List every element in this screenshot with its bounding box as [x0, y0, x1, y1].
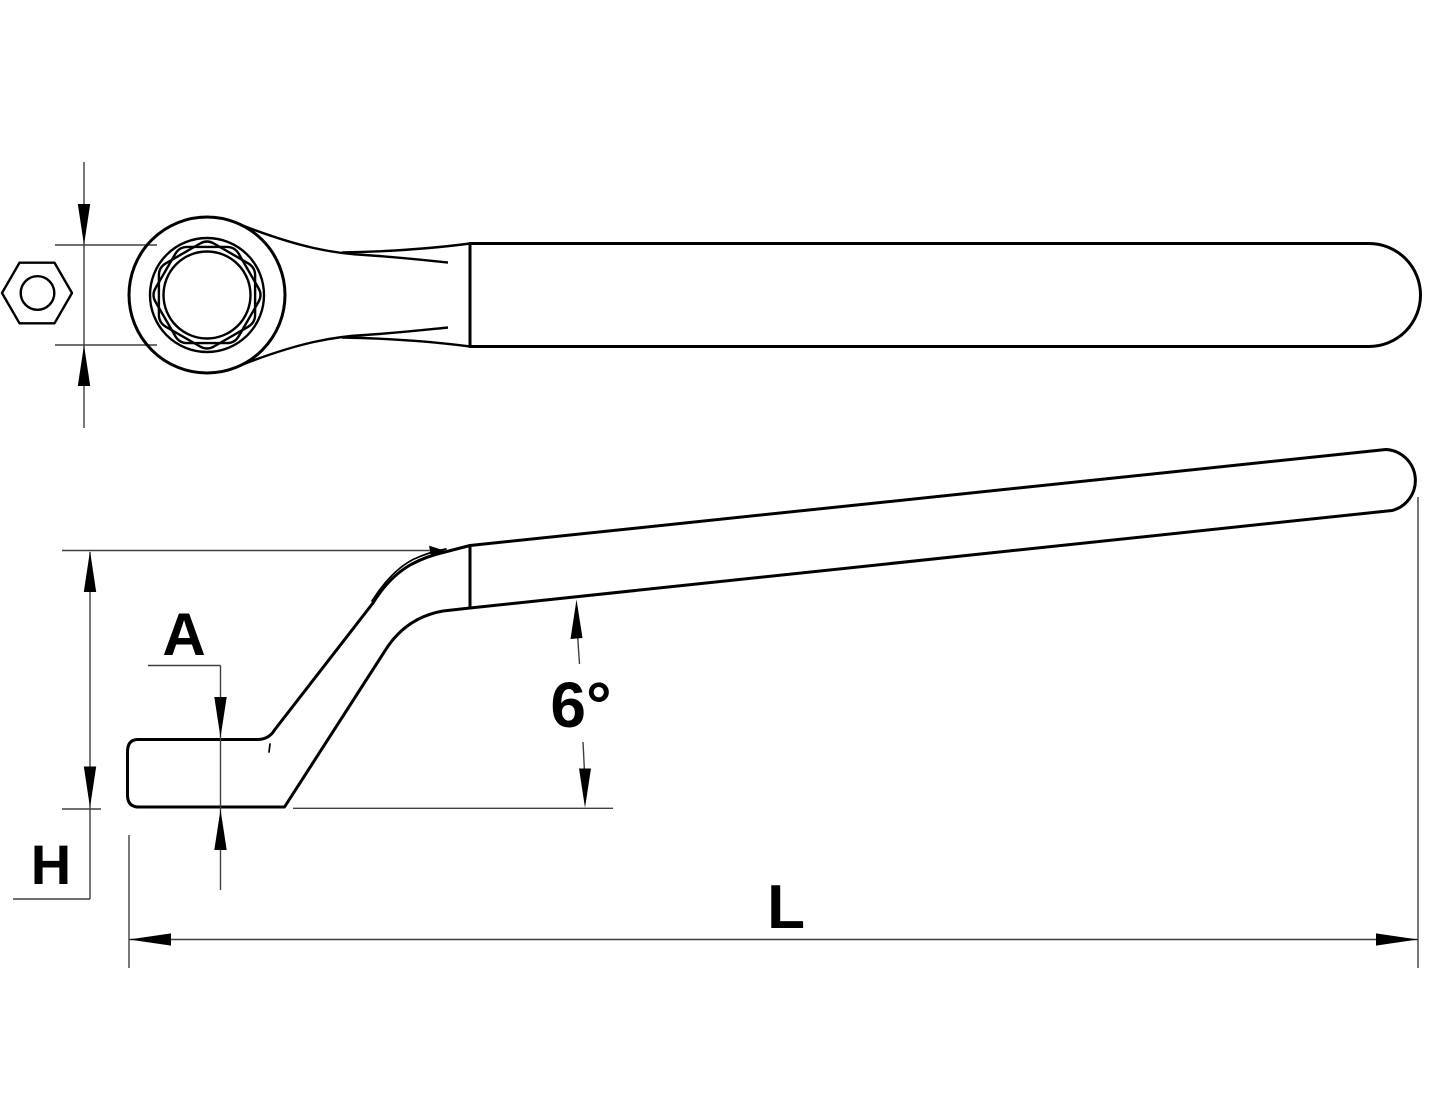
l-arrowhead-left-icon [129, 933, 171, 946]
dimension-h: H [13, 545, 445, 900]
neck-lower-silhouette [239, 326, 449, 367]
top-view [0, 162, 1422, 428]
head-chamfer-edge [148, 236, 266, 354]
a-arrowhead-up-icon [214, 809, 227, 850]
label-h: H [31, 833, 71, 896]
head-outer-edge [127, 215, 287, 375]
angle-leader-lower [582, 741, 586, 773]
neck-lower-flange-edge [341, 336, 471, 348]
neck-upper-silhouette [239, 223, 449, 264]
side-view [126, 448, 1417, 809]
handle-top-view [468, 242, 1422, 348]
tangent-tick [268, 743, 271, 753]
angle-arrowhead-down-icon [579, 768, 591, 808]
ring-head [127, 215, 287, 375]
hex-nut-bore [19, 275, 56, 312]
hex-nut-symbol-icon [0, 261, 74, 325]
label-angle: 6° [550, 669, 611, 741]
dimension-angle: 6° [550, 599, 612, 808]
h-arrowhead-up-icon [83, 551, 97, 592]
dimension-l: L [128, 497, 1419, 968]
width-dimension [55, 162, 157, 428]
neck-chamfer-line [371, 548, 447, 602]
side-outline [126, 448, 1417, 809]
handle-outline [468, 242, 1422, 348]
h-reference-arrowhead-icon [429, 545, 445, 557]
spline-hexagon-2 [157, 240, 257, 350]
label-l: L [767, 873, 805, 942]
bore-edge [162, 250, 252, 340]
spline-hexagon-1 [152, 245, 262, 345]
hex-nut-outline [0, 261, 74, 325]
dimensions: H A 6° [13, 497, 1419, 968]
dimension-a: A [148, 601, 227, 890]
arrowhead-up-icon [77, 345, 91, 386]
neck-top-view [239, 223, 471, 367]
l-arrowhead-right-icon [1376, 933, 1418, 946]
a-arrowhead-down-icon [214, 697, 227, 738]
arrowhead-down-icon [77, 204, 91, 245]
label-a: A [162, 601, 205, 668]
angle-leader-upper [576, 633, 581, 665]
neck-upper-flange-edge [341, 242, 471, 254]
h-arrowhead-down-icon [83, 766, 97, 808]
angle-arrowhead-up-icon [570, 599, 583, 639]
